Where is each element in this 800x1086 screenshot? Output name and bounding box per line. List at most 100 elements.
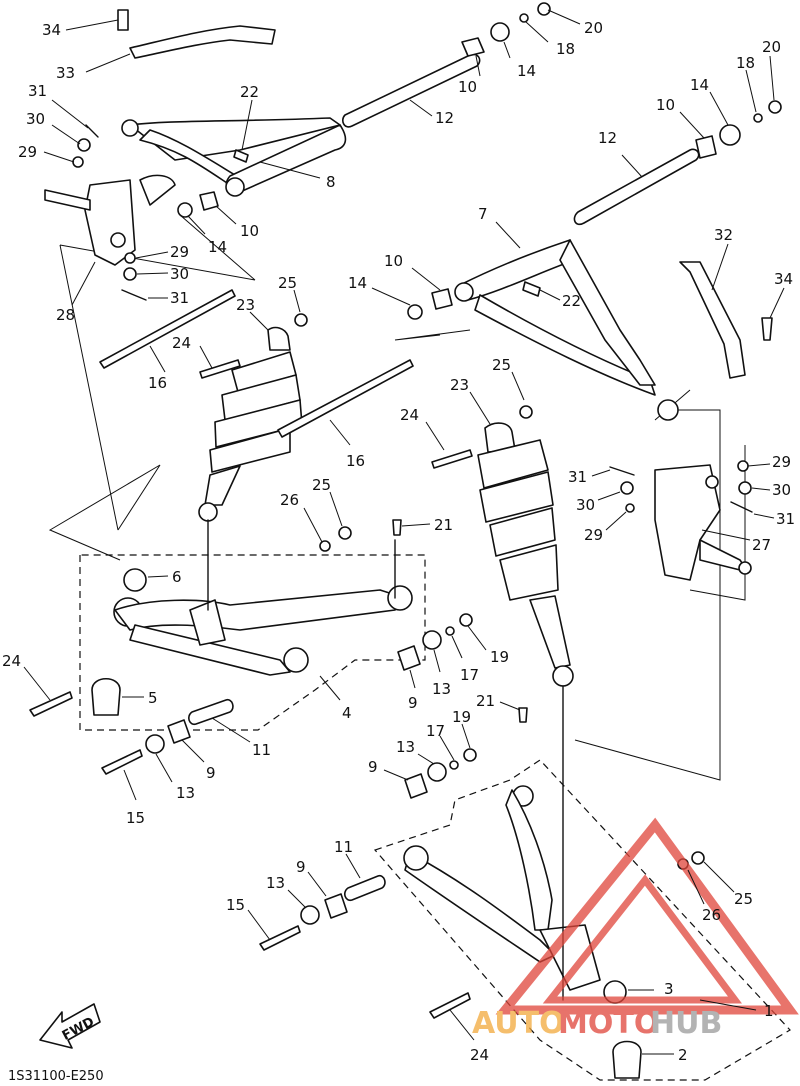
bolt-15-right [259, 925, 301, 951]
callout-leader [187, 215, 206, 235]
callout-leader [411, 267, 441, 291]
bushing-9-right-a [404, 773, 428, 799]
cotter-pin-31-left [85, 124, 99, 138]
lower-left-arm-dashed-box [79, 554, 426, 731]
bolt-34-right [761, 317, 773, 341]
callout-leader [71, 261, 96, 306]
washer-18-right [753, 113, 763, 123]
callout-label: 9 [408, 694, 418, 712]
callout-leader [211, 717, 251, 743]
callout-label: 2 [678, 1046, 688, 1064]
right-knuckle [654, 464, 752, 581]
callout-label: 11 [252, 741, 271, 759]
callout-leader [215, 205, 237, 225]
left-knuckle [44, 174, 176, 266]
callout-leader [303, 507, 323, 543]
nut-25-shock-right [519, 405, 533, 419]
lower-right-arm-dashed-box [373, 759, 791, 1081]
bushing-13-mid [422, 630, 442, 650]
bushing-10-mid [431, 288, 453, 310]
upper-collar-tube-right [573, 148, 700, 226]
callout-leader [751, 487, 771, 491]
ball-joint-2 [612, 1040, 642, 1079]
nut-25-shock-left [294, 313, 308, 327]
callout-label: 31 [28, 82, 47, 100]
nut-25-right [691, 851, 705, 865]
nut-30-right-b [620, 481, 634, 495]
watermark-moto: MOTO [558, 1006, 659, 1041]
callout-leader [703, 861, 735, 893]
callout-label: 24 [400, 406, 419, 424]
callout-label: 14 [517, 62, 536, 80]
nut-20-right [768, 100, 782, 114]
washer-26-left [319, 540, 331, 552]
callout-leader [135, 251, 169, 259]
callout-leader [249, 311, 269, 331]
bushing-14-mid [407, 304, 423, 320]
shock-seat-6 [123, 568, 147, 592]
callout-leader [425, 421, 445, 451]
callout-leader [439, 735, 455, 761]
diagram-code: 1S31100-E250 [8, 1069, 104, 1084]
callout-label: 29 [584, 526, 603, 544]
callout-leader [461, 723, 471, 749]
callout-leader [449, 1009, 475, 1041]
bolt-24-lower-left [29, 691, 73, 717]
nut-30-left [77, 138, 91, 152]
callout-label: 9 [296, 858, 306, 876]
callout-leader [149, 345, 166, 373]
callout-label: 4 [342, 704, 352, 722]
brake-hose-bracket-33 [129, 25, 276, 59]
callout-label: 13 [396, 738, 415, 756]
callout-label: 34 [42, 21, 61, 39]
callout-label: 30 [576, 496, 595, 514]
nut-30-right-a [738, 481, 752, 495]
callout-label: 13 [176, 784, 195, 802]
callout-leader [147, 575, 169, 578]
callout-label: 16 [148, 374, 167, 392]
long-bolt-16-left [99, 289, 236, 369]
callout-label: 26 [280, 491, 299, 509]
callout-label: 10 [458, 78, 477, 96]
callout-label: 33 [56, 64, 75, 82]
callout-leader [136, 272, 169, 275]
callout-leader [43, 151, 75, 163]
nut-19-right [463, 748, 477, 762]
callout-label: 11 [334, 838, 353, 856]
callout-leader [319, 675, 341, 701]
callout-leader [525, 21, 549, 43]
callout-label: 22 [562, 292, 581, 310]
callout-leader [547, 9, 581, 25]
callout-label: 23 [450, 376, 469, 394]
right-group-outline [394, 329, 721, 781]
washer-29-left [72, 156, 84, 168]
callout-label: 25 [492, 356, 511, 374]
upper-right-a-arm [454, 239, 679, 421]
callout-leader [511, 371, 525, 401]
bolt-24-lower-right [429, 992, 471, 1019]
callout-leader [247, 909, 271, 941]
callout-leader [51, 124, 81, 145]
callout-leader [329, 419, 351, 446]
callout-leader [539, 289, 561, 301]
callout-leader [155, 753, 173, 783]
callout-label: 1 [764, 1002, 774, 1020]
left-shock-absorber [198, 326, 303, 522]
upper-left-group-outline [48, 214, 256, 561]
washer-29-lower [124, 252, 136, 264]
ball-joint-5 [91, 677, 121, 716]
callout-leader [307, 871, 327, 897]
watermark-auto: AUTO [472, 1006, 565, 1041]
watermark-hub: HUB [650, 1006, 722, 1041]
callout-leader [383, 769, 409, 781]
callout-label: 20 [762, 38, 781, 56]
callout-leader [345, 853, 361, 879]
callout-label: 18 [736, 54, 755, 72]
callout-leader [591, 469, 611, 477]
callout-label: 13 [266, 874, 285, 892]
long-bolt-16-right [277, 359, 414, 438]
callout-leader [433, 649, 441, 673]
callout-leader [417, 753, 435, 765]
grease-nipple-21-left [392, 519, 402, 536]
callout-leader [747, 463, 771, 467]
